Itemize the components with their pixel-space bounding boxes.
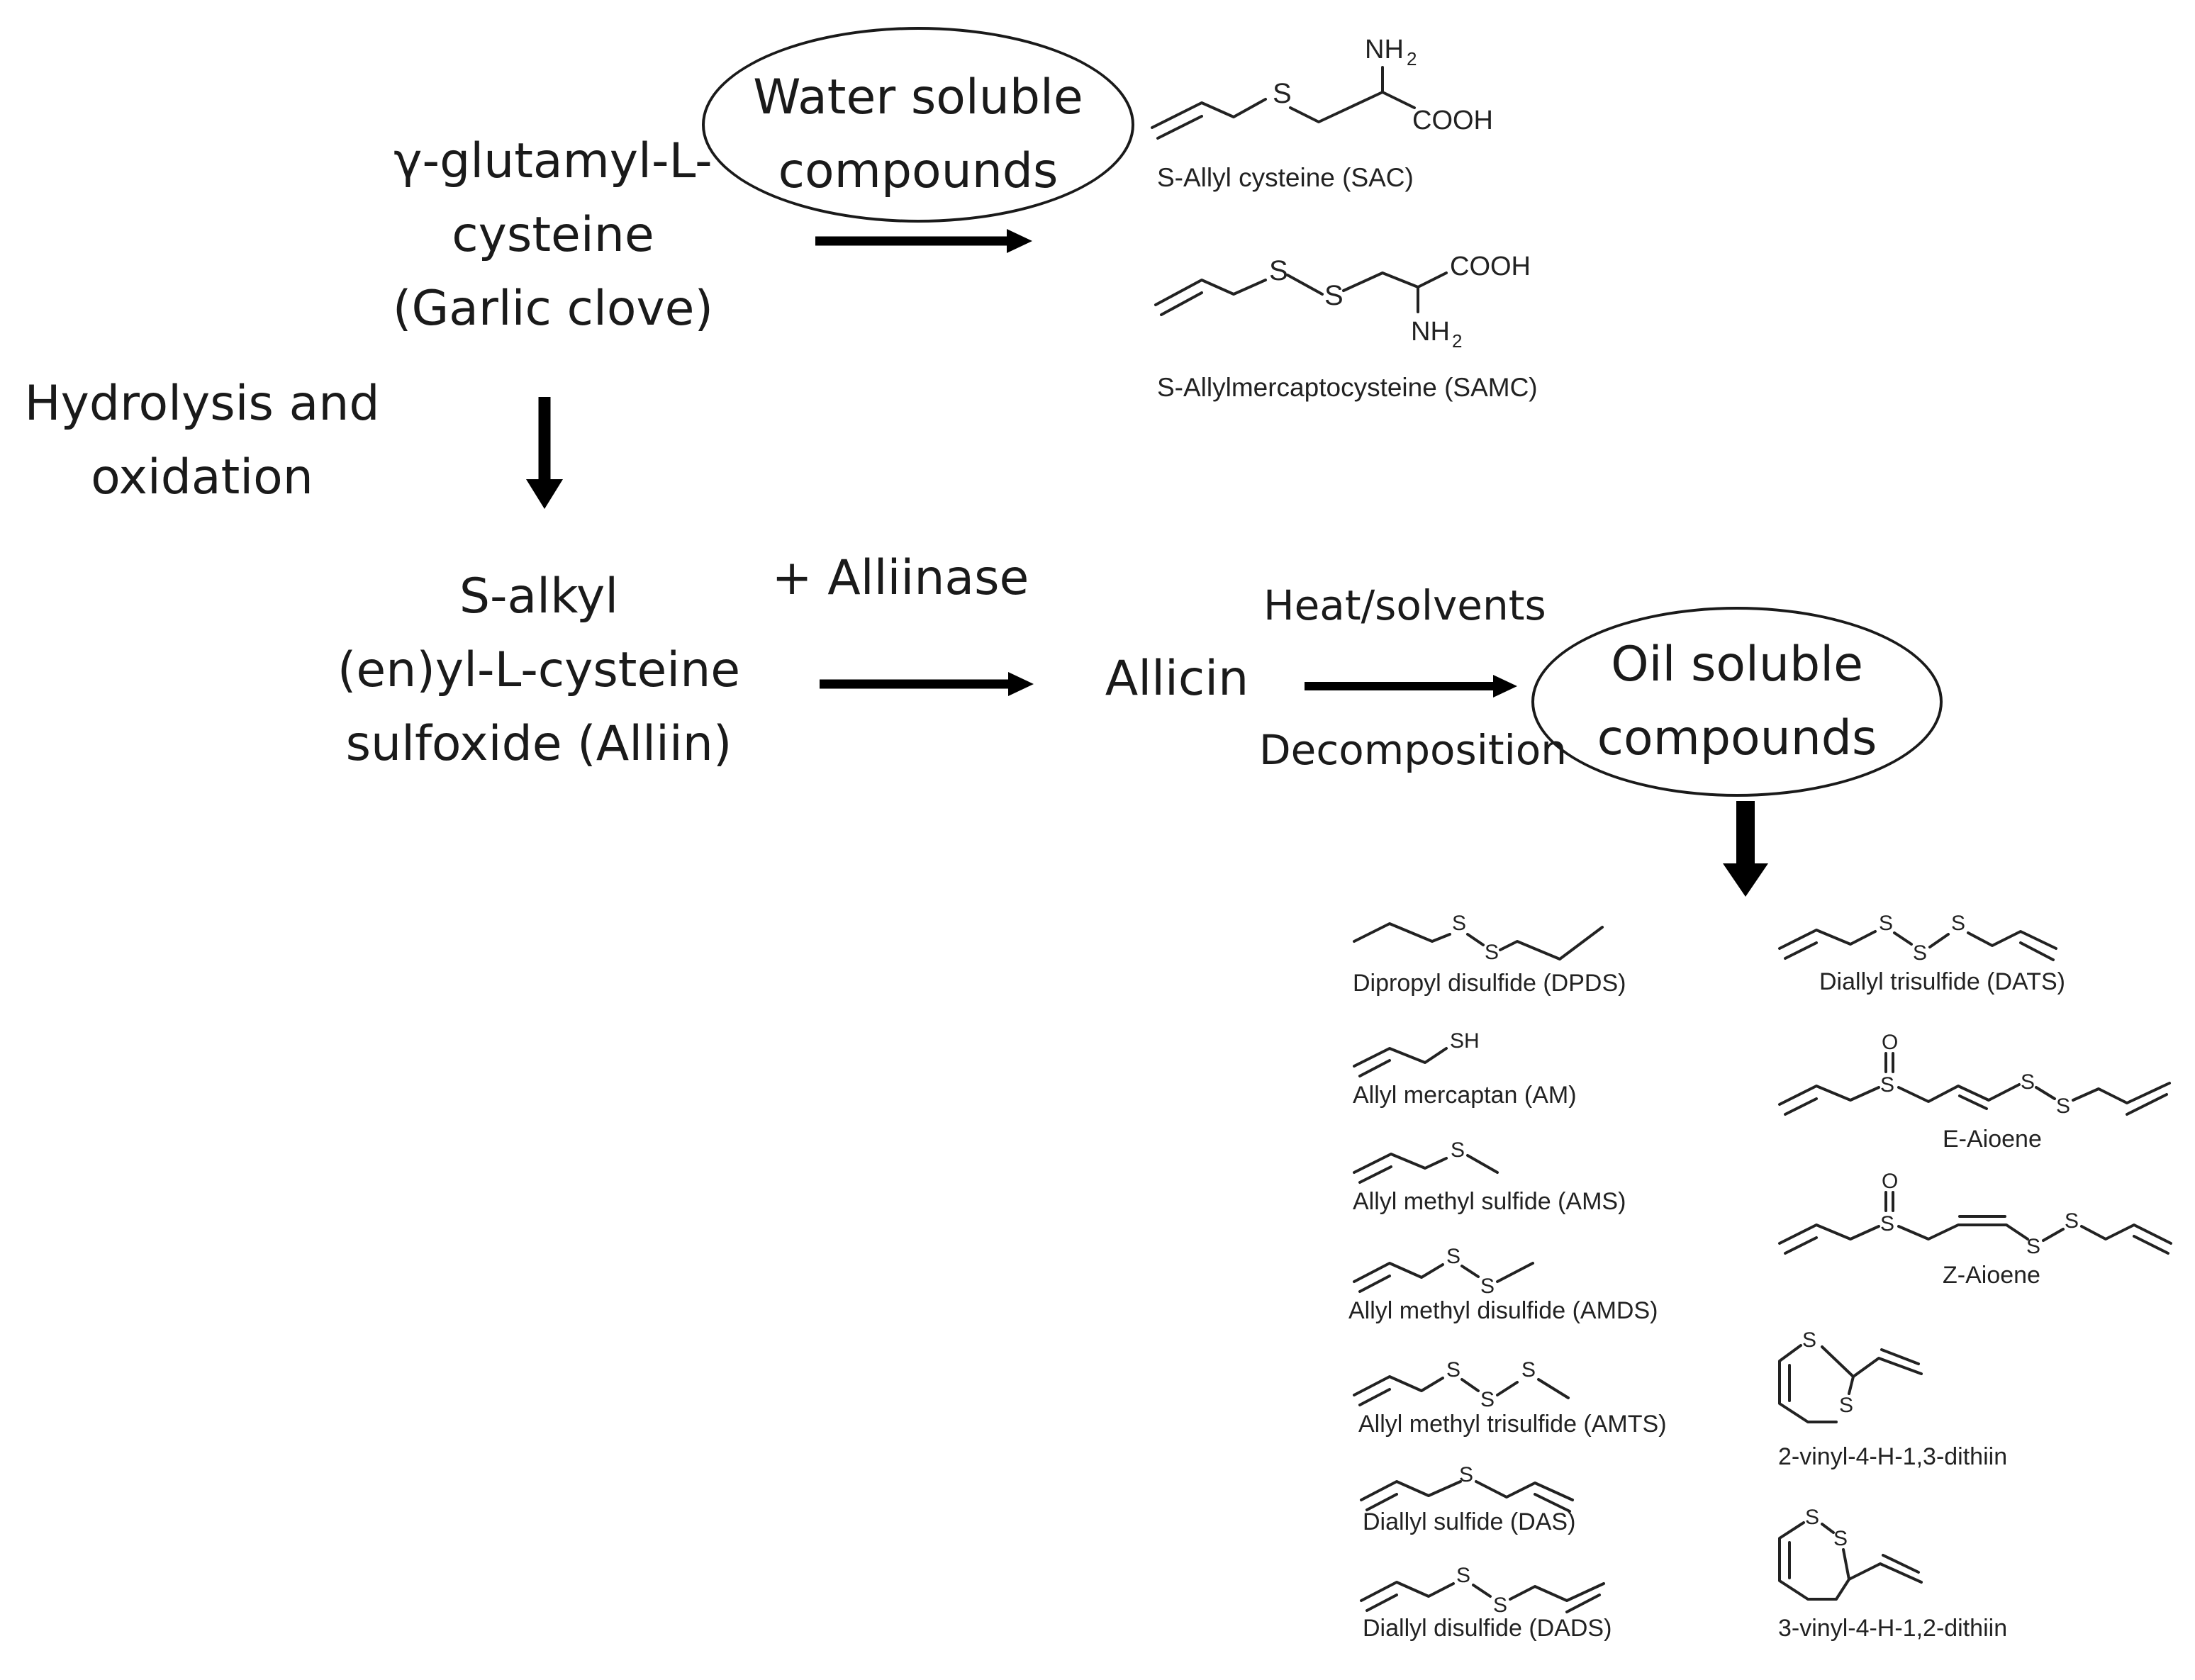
oil-line-1: Oil soluble [1611,637,1863,693]
arrow-alliinase [820,672,1034,696]
structure-dpds: S S [1353,912,1604,964]
svg-text:S: S [1451,1138,1465,1162]
water-soluble-ellipse [702,27,1134,223]
svg-text:COOH: COOH [1450,252,1531,281]
svg-text:2: 2 [1452,330,1462,352]
svg-text:S: S [1913,941,1927,965]
label-am: Allyl mercaptan (AM) [1353,1082,1577,1109]
label-heat-solvents: Heat/solvents [1263,581,1546,629]
svg-text:NH: NH [1365,35,1404,65]
svg-text:S: S [1446,1358,1460,1382]
svg-text:S: S [1459,1463,1473,1486]
svg-text:S: S [2056,1094,2070,1118]
svg-text:S: S [1485,941,1499,964]
structure-z-ajoene: S O S S [1778,1170,2172,1258]
gamma-line-2: cysteine [452,207,654,263]
hydrolysis-line-1: Hydrolysis and [24,376,380,432]
gamma-line-1: γ-glutamyl-L- [393,133,713,189]
structure-am: SH [1353,1029,1480,1077]
svg-text:S: S [1839,1394,1853,1417]
svg-text:S: S [1879,912,1893,935]
hydrolysis-line-2: oxidation [91,449,313,505]
alliin-line-3: sulfoxide (Alliin) [345,716,732,772]
structure-das: S [1360,1463,1574,1513]
svg-text:S: S [1493,1594,1507,1617]
label-decomposition: Decomposition [1259,726,1567,774]
oil-line-2: compounds [1597,710,1877,766]
svg-text:S: S [1480,1275,1495,1298]
water-line-2: compounds [778,143,1059,199]
node-water-soluble: Water soluble compounds [709,61,1127,208]
structure-sac: S NH 2 COOH [1151,35,1493,140]
label-alliinase: + Alliinase [771,550,1029,606]
svg-text:SH: SH [1450,1029,1480,1053]
svg-text:S: S [2021,1070,2035,1094]
svg-text:O: O [1882,1170,1898,1193]
svg-text:S: S [1880,1073,1894,1097]
node-allicin: Allicin [1105,651,1249,707]
label-dads: Diallyl disulfide (DADS) [1363,1615,1612,1642]
svg-text:NH: NH [1411,317,1450,347]
oil-soluble-ellipse [1531,607,1943,797]
node-alliin: S-alkyl (en)yl-L-cysteine sulfoxide (All… [312,560,766,781]
structure-ams: S [1353,1138,1499,1184]
svg-text:S: S [1269,255,1288,286]
alliin-line-2: (en)yl-L-cysteine [337,642,741,698]
structure-amds: S S [1353,1245,1534,1298]
structure-vinyl13-dithiin: S S [1778,1328,1923,1423]
svg-text:S: S [1833,1527,1848,1550]
structure-dads: S S [1360,1564,1605,1617]
structure-vinyl12-dithiin: S S [1778,1506,1923,1601]
node-oil-soluble: Oil soluble compounds [1538,628,1936,775]
svg-text:S: S [1951,912,1965,935]
svg-text:S: S [2065,1209,2079,1233]
structure-dats: S S S [1778,912,2057,965]
label-samc: S-Allylmercaptocysteine (SAMC) [1157,373,1538,402]
gamma-line-3: (Garlic clove) [392,281,714,337]
svg-text:2: 2 [1407,48,1417,69]
label-dats: Diallyl trisulfide (DATS) [1819,968,2065,995]
water-line-1: Water soluble [753,69,1083,125]
svg-text:S: S [2026,1235,2040,1258]
label-sac: S-Allyl cysteine (SAC) [1157,163,1414,192]
label-dpds: Dipropyl disulfide (DPDS) [1353,970,1626,997]
label-amts: Allyl methyl trisulfide (AMTS) [1358,1411,1667,1438]
svg-text:S: S [1456,1564,1470,1587]
svg-text:S: S [1880,1212,1894,1236]
svg-text:S: S [1452,912,1466,935]
arrow-oil-down [1723,801,1768,897]
structure-amts: S S S [1353,1358,1570,1411]
label-amds: Allyl methyl disulfide (AMDS) [1348,1297,1658,1324]
label-vinyl13-dithiin: 2-vinyl-4-H-1,3-dithiin [1778,1443,2008,1470]
svg-text:S: S [1805,1506,1819,1529]
alliin-line-1: S-alkyl [459,569,619,625]
label-e-ajoene: E-Aioene [1943,1126,2042,1153]
arrow-to-water-soluble [815,229,1032,253]
structure-samc: S S COOH NH 2 [1154,252,1531,352]
label-z-ajoene: Z-Aioene [1943,1262,2040,1289]
node-gamma-glutamyl-cysteine: γ-glutamyl-L- cysteine (Garlic clove) [369,125,737,346]
svg-text:S: S [1802,1328,1816,1352]
label-ams: Allyl methyl sulfide (AMS) [1353,1188,1626,1215]
svg-text:S: S [1273,78,1292,109]
label-das: Diallyl sulfide (DAS) [1363,1508,1576,1535]
svg-text:COOH: COOH [1412,106,1493,135]
structure-e-ajoene: S O S S [1778,1031,2171,1118]
arrow-hydrolysis-down [526,397,563,509]
svg-text:O: O [1882,1031,1898,1054]
node-hydrolysis: Hydrolysis and oxidation [14,367,390,515]
arrow-decomposition [1305,675,1517,698]
svg-text:S: S [1480,1388,1495,1411]
svg-text:S: S [1324,280,1344,311]
label-vinyl12-dithiin: 3-vinyl-4-H-1,2-dithiin [1778,1615,2008,1642]
svg-text:S: S [1521,1358,1536,1382]
svg-text:S: S [1446,1245,1460,1268]
